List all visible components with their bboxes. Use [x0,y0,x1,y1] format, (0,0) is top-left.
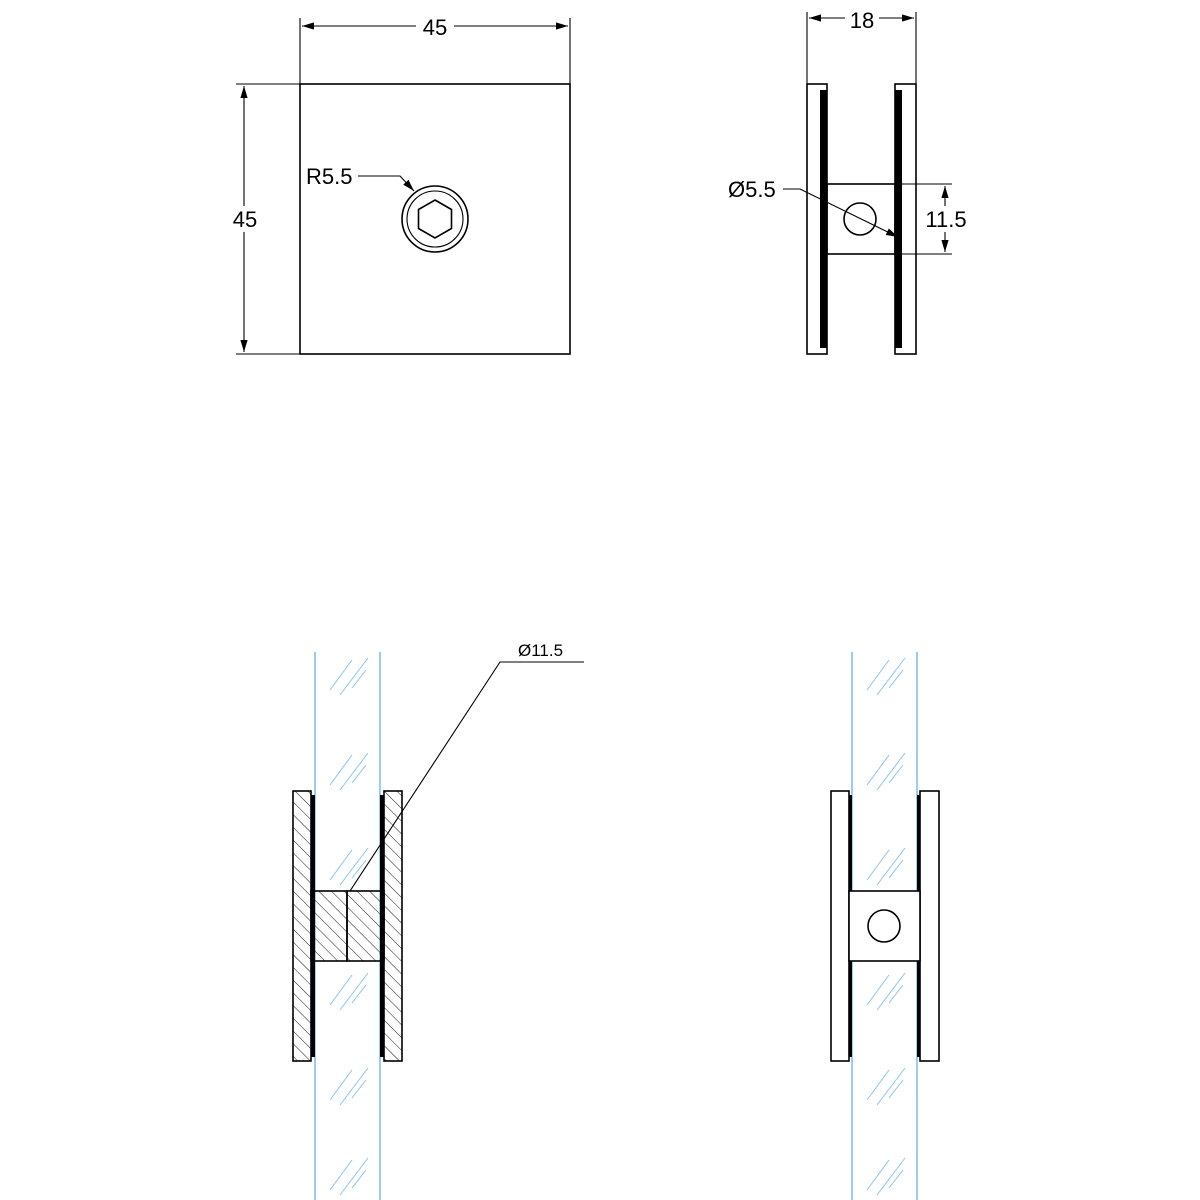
front-view: 45 45 R5.5 [228,14,571,355]
hex-socket-icon [417,199,453,239]
assembly-view [830,652,940,1200]
side-view: 18 11.5 Ø5.5 [727,6,971,355]
assembly-left-plate [830,790,850,1062]
front-width-label-bg [416,14,454,38]
screw-radius-leader [358,175,415,192]
assembly-hole [867,909,901,943]
front-plate-outline [299,83,571,355]
front-height-label-bg [228,206,262,232]
side-hole [843,202,877,236]
section-glass-hatch [329,657,369,1196]
side-left-gasket [820,90,827,348]
side-hole-dim: Ø5.5 [728,177,776,202]
screw-radius-dim: R5.5 [306,164,352,189]
section-body-leader [349,661,584,892]
screw-head-inner [406,190,464,248]
front-width-dim: 45 [423,15,447,40]
side-center-body [826,183,896,255]
assembly-glass-hatch [866,657,906,1196]
side-hole-leader [782,188,899,238]
section-center-body-left [310,890,348,962]
section-view: Ø11.5 [292,641,584,1200]
side-hole-label-bg [727,176,783,202]
section-body-dim: Ø11.5 [518,641,563,660]
side-height-label-bg [921,206,971,232]
side-thickness-dim: 18 [850,8,874,33]
section-center-body-right [346,890,385,962]
side-height-dim: 11.5 [925,207,966,232]
assembly-center-body [848,890,921,962]
side-thickness-label-bg [845,6,879,30]
side-right-gasket [895,90,902,348]
section-left-plate [292,790,312,1062]
section-right-plate [383,790,403,1062]
screw-head-outer [401,185,469,253]
assembly-right-plate [919,790,940,1062]
front-height-dim: 45 [233,207,257,232]
